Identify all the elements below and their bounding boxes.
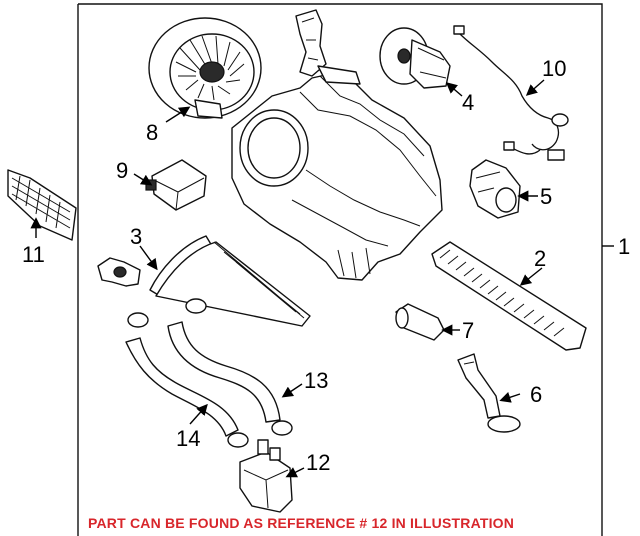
reference-notice: PART CAN BE FOUND AS REFERENCE # 12 IN I…: [88, 515, 514, 531]
leader-8: [165, 106, 191, 123]
hose-clamps: [127, 298, 293, 448]
part-8-blower-motor: [148, 17, 262, 119]
part-14-hose: [125, 337, 239, 437]
part-6-duct: [457, 353, 521, 433]
callout-4: 4: [462, 90, 474, 115]
part-4-actuator: [379, 27, 451, 89]
callout-10: 10: [542, 56, 566, 81]
leader-14: [189, 403, 208, 425]
part-10-harness: [453, 25, 569, 161]
callout-7: 7: [462, 318, 474, 343]
callout-2: 2: [534, 246, 546, 271]
callout-8: 8: [146, 120, 158, 145]
part-12-valve: [239, 439, 293, 513]
leader-3: [139, 245, 158, 271]
part-2-core: [431, 241, 587, 351]
part-5-actuator: [469, 159, 521, 219]
part-7-sensor: [395, 303, 445, 341]
callout-3: 3: [130, 224, 142, 249]
hvac-case: [231, 9, 443, 281]
part-13-hose: [167, 321, 281, 423]
leader-4: [445, 82, 463, 97]
leader-9: [133, 173, 153, 186]
part-9-resistor: [145, 159, 207, 211]
callout-13: 13: [304, 368, 328, 393]
callout-9: 9: [116, 158, 128, 183]
callout-6: 6: [530, 382, 542, 407]
callout-14: 14: [176, 426, 200, 451]
part-3-tubes: [97, 235, 311, 327]
leader-12: [285, 467, 305, 478]
leader-13: [281, 383, 303, 398]
leader-2: [519, 267, 543, 286]
leader-6: [499, 392, 521, 403]
leader-10: [525, 79, 545, 96]
callout-12: 12: [306, 450, 330, 475]
callout-1: 1: [618, 234, 630, 259]
callout-11: 11: [22, 242, 45, 267]
callout-5: 5: [540, 184, 552, 209]
part-11-filter: [7, 169, 77, 241]
assembly-frame: [77, 3, 603, 536]
